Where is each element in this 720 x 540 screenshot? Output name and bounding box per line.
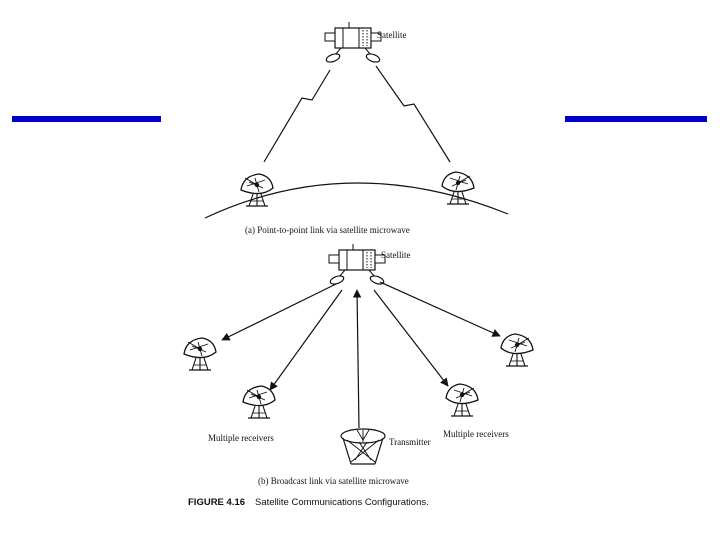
dish-antenna-icon bbox=[445, 383, 479, 417]
dish-antenna-icon bbox=[183, 337, 217, 371]
transmitter-tower-icon bbox=[340, 428, 386, 465]
dish-antenna-icon bbox=[441, 171, 475, 205]
figure-caption: FIGURE 4.16 Satellite Communications Con… bbox=[188, 492, 429, 509]
transmitter-label: Transmitter bbox=[389, 437, 431, 447]
broadcast-arrow-near-left bbox=[269, 289, 343, 391]
figure-title: Satellite Communications Configurations. bbox=[255, 497, 429, 508]
receivers-label-left: Multiple receivers bbox=[208, 433, 274, 443]
satellite-icon bbox=[328, 243, 386, 287]
receivers-label-right: Multiple receivers bbox=[443, 429, 509, 439]
broadcast-arrow-far-left bbox=[221, 283, 337, 341]
dish-antenna-icon bbox=[242, 385, 276, 419]
caption-a: (a) Point-to-point link via satellite mi… bbox=[245, 225, 410, 235]
decorative-rule-left bbox=[12, 116, 161, 122]
earth-curve bbox=[204, 182, 509, 219]
satellite-icon bbox=[324, 21, 382, 65]
caption-b: (b) Broadcast link via satellite microwa… bbox=[258, 476, 409, 486]
downlink-bolt-right bbox=[375, 65, 451, 163]
panel-a: Satellite (a) Point-to-point link via sa… bbox=[204, 21, 509, 235]
decorative-rule-right bbox=[565, 116, 707, 122]
broadcast-arrow-near-right bbox=[373, 289, 449, 387]
satellite-label-a: Satellite bbox=[377, 30, 407, 40]
broadcast-arrow-far-right bbox=[379, 281, 501, 337]
figure-number: FIGURE 4.16 bbox=[188, 497, 245, 508]
dish-antenna-icon bbox=[500, 333, 534, 367]
satellite-label-b: Satellite bbox=[381, 250, 411, 260]
uplink-bolt-left bbox=[263, 69, 331, 163]
uplink-arrow bbox=[352, 289, 362, 429]
panel-b: Satellite Multiple receivers Multiple re… bbox=[183, 243, 534, 486]
